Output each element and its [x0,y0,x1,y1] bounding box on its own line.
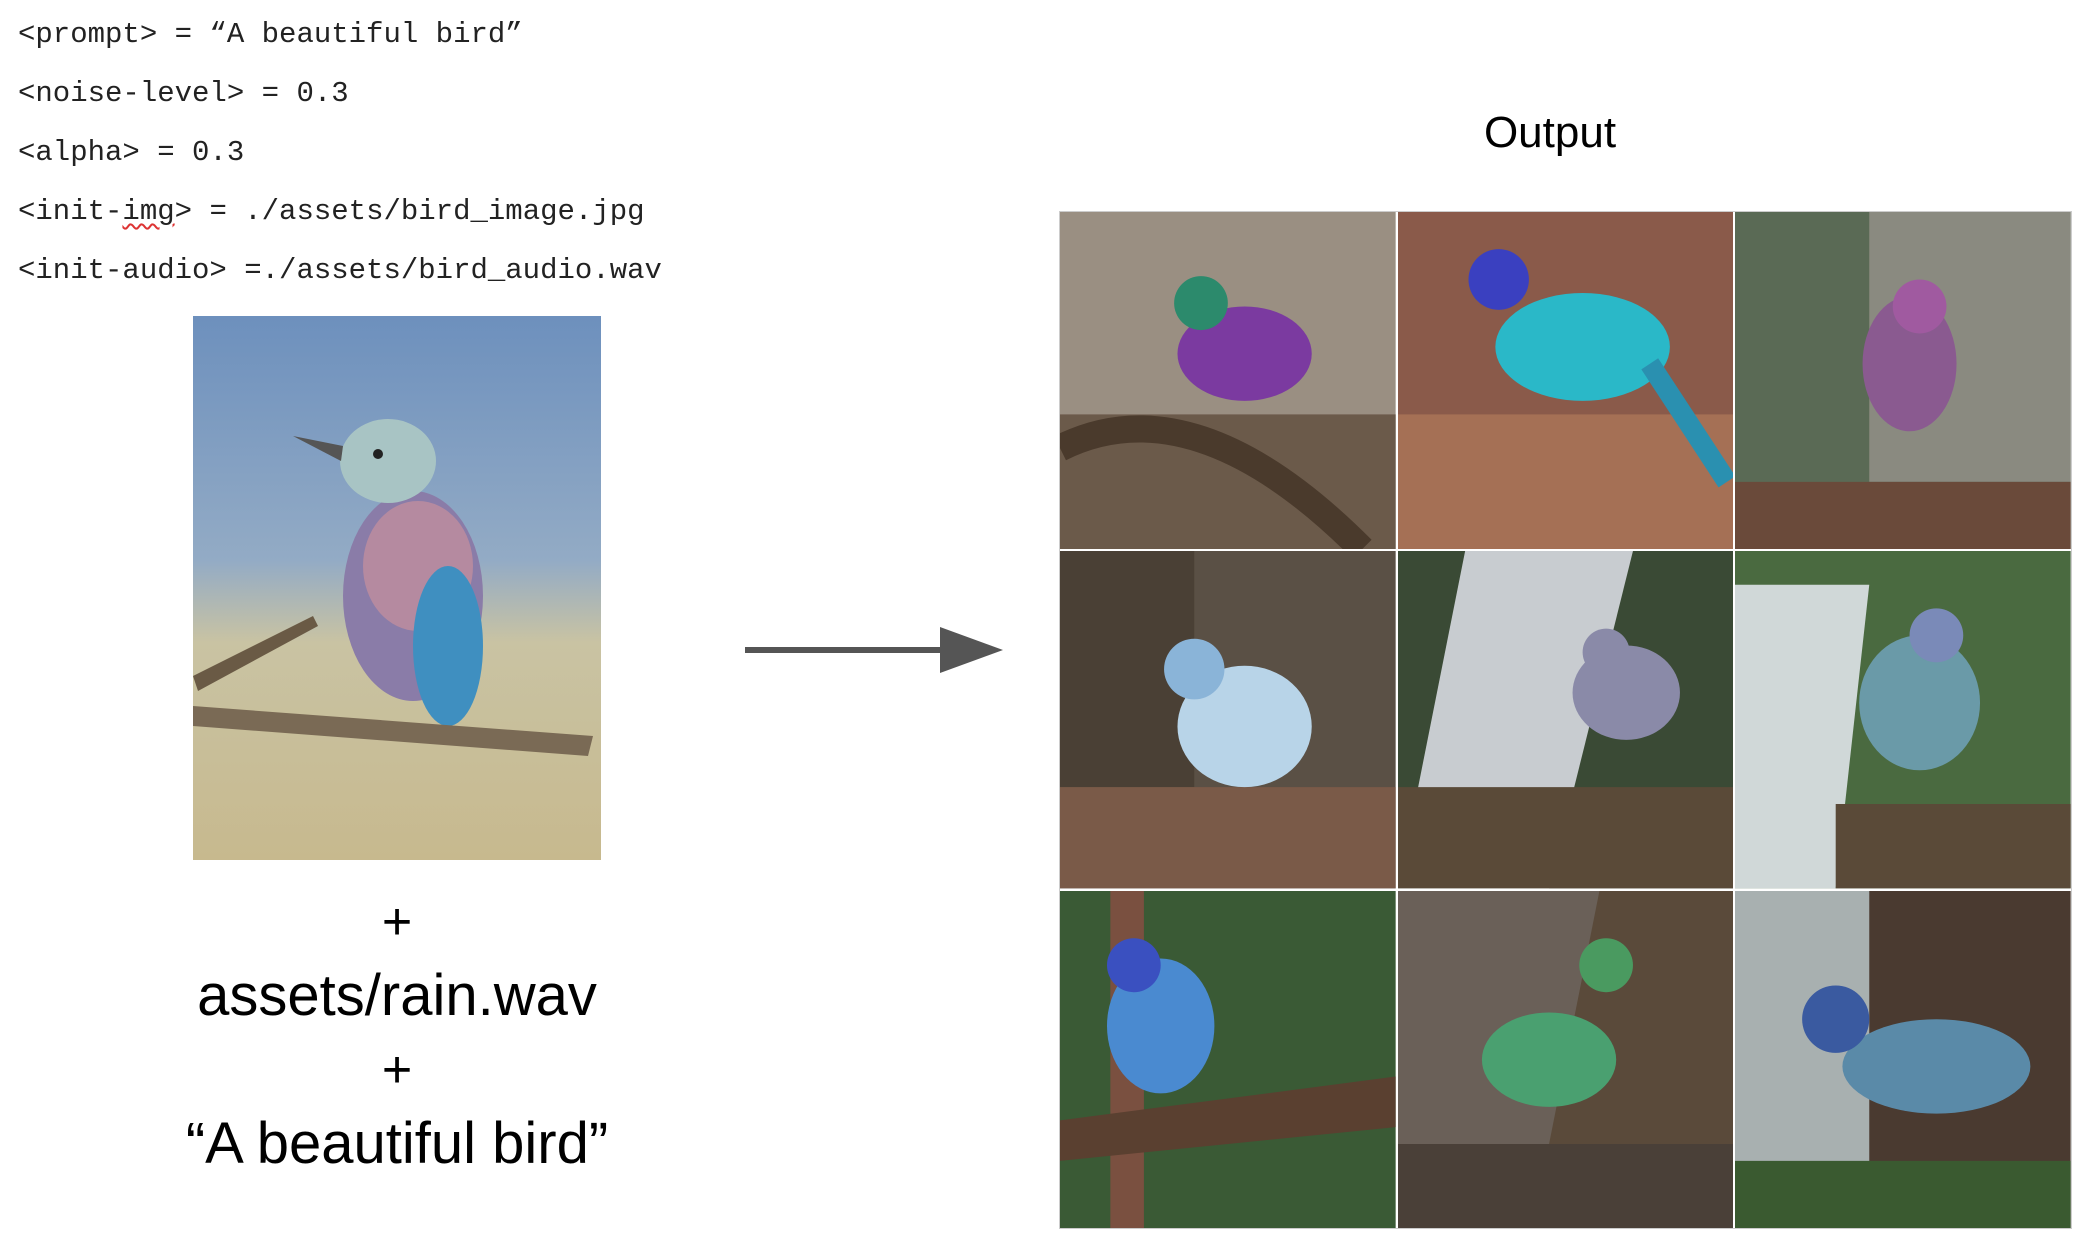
output-image [1397,890,1734,1228]
param-alpha: <alpha> = 0.3 [18,136,245,169]
param-noise-level: <noise-level> = 0.3 [18,77,349,110]
param-init-img-pre: <init- [18,195,123,228]
output-image [1060,890,1396,1228]
plus-sign-1: + [381,893,413,951]
output-image [1735,551,2071,889]
output-image [1735,212,2071,550]
output-image [1397,551,1734,889]
param-init-audio: <init-audio> =./assets/bird_audio.wav [18,254,662,287]
spellcheck-word: img [122,195,175,228]
param-prompt: <prompt> = “A beautiful bird” [18,18,523,51]
output-image [1060,212,1396,550]
arrow-right-icon [745,627,1003,673]
plus-sign-2: + [381,1041,413,1099]
output-image [1735,890,2071,1228]
output-title: Output [1483,108,1617,157]
output-image [1060,551,1396,889]
input-bird-image [193,316,601,860]
param-init-img: <init-img> = ./assets/bird_image.jpg [18,195,645,228]
output-grid [1059,211,2072,1229]
prompt-label: “A beautiful bird” [185,1111,609,1176]
output-image [1397,212,1734,550]
audio-file-label: assets/rain.wav [197,963,597,1028]
param-init-img-post: > = ./assets/bird_image.jpg [174,195,645,228]
